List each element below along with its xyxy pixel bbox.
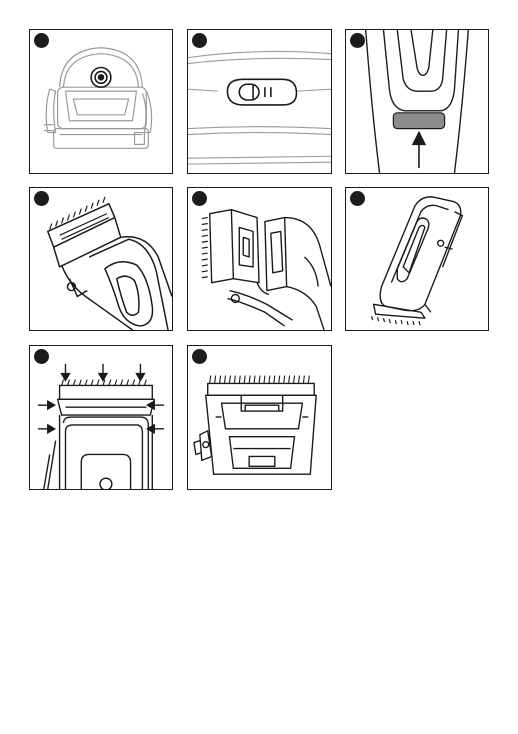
blade-alignment-illustration xyxy=(30,346,172,489)
step-badge-4: 4 xyxy=(34,191,49,206)
step-badge-1: 1 xyxy=(34,33,49,48)
step-badge-7: 7 xyxy=(34,349,49,364)
step-badge-6: 6 xyxy=(350,191,365,206)
step-badge-2: 2 xyxy=(192,33,207,48)
clipper-side-illustration xyxy=(346,188,488,330)
step-badge-8: 8 xyxy=(192,349,207,364)
power-switch-illustration xyxy=(188,30,331,173)
figure-panel-1: 1 xyxy=(29,29,173,174)
clipper-blade-illustration xyxy=(30,188,172,330)
figure-panel-7: 7 xyxy=(29,345,173,490)
step-badge-5: 5 xyxy=(192,191,207,206)
figure-panel-3: 3 xyxy=(345,29,489,174)
blade-head-open-illustration xyxy=(188,188,331,330)
figure-panel-6: 6 xyxy=(345,187,489,331)
figure-panel-8: 8 xyxy=(187,345,332,490)
figure-panel-4: 4 xyxy=(29,187,173,331)
figure-panel-5: 5 xyxy=(187,187,332,331)
step-badge-3: 3 xyxy=(350,33,365,48)
figure-panel-2: 2 xyxy=(187,29,332,174)
charging-indicator-illustration xyxy=(346,30,488,173)
blade-assembly-illustration xyxy=(188,346,331,489)
charging-stand-illustration xyxy=(30,30,172,173)
